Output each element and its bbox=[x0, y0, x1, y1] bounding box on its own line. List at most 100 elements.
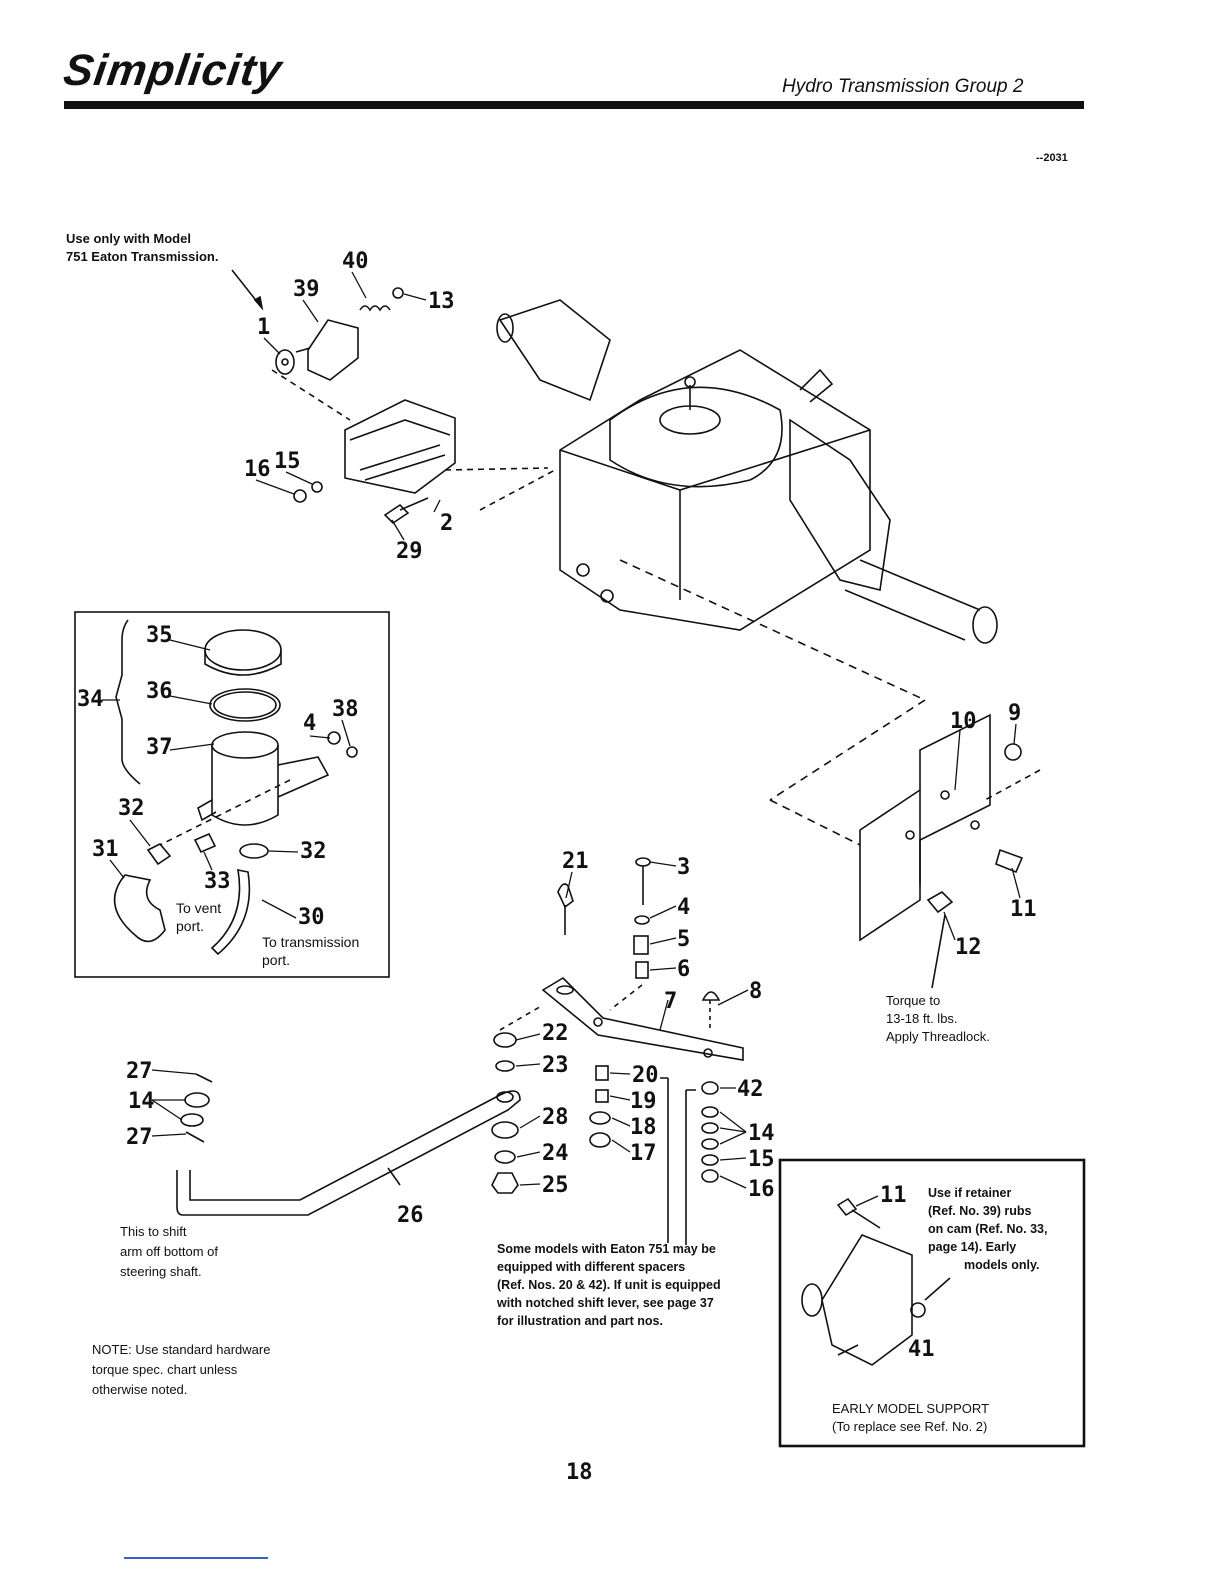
washer-part-14 bbox=[701, 1122, 719, 1134]
nut-part-17 bbox=[589, 1132, 611, 1148]
washer-part-41 bbox=[910, 1302, 926, 1318]
callout-32b: 32 bbox=[300, 839, 327, 864]
callout-1: 1 bbox=[257, 315, 270, 340]
washer-part-22 bbox=[493, 1032, 517, 1048]
footer-line bbox=[124, 1557, 268, 1559]
washer-part-4 bbox=[634, 915, 650, 925]
bushing-part-6 bbox=[635, 961, 649, 979]
spacers-line: (Ref. Nos. 20 & 42). If unit is equipped bbox=[497, 1278, 721, 1292]
eaton-model-note: Use only with Model 751 Eaton Transmissi… bbox=[66, 230, 218, 266]
callout-21: 21 bbox=[562, 849, 589, 874]
callout-7: 7 bbox=[664, 989, 677, 1014]
callout-22: 22 bbox=[542, 1021, 569, 1046]
assembly-dash bbox=[609, 984, 643, 1011]
callout-31: 31 bbox=[92, 837, 119, 862]
retainer-line: page 14). Early bbox=[928, 1240, 1017, 1254]
callout-32: 32 bbox=[118, 796, 145, 821]
bolt-head-part-21 bbox=[557, 883, 574, 909]
spring-part-40 bbox=[359, 305, 391, 312]
hardware-note: NOTE: Use standard hardware torque spec.… bbox=[92, 1340, 270, 1400]
callout-11: 11 bbox=[1010, 897, 1037, 922]
callout-25: 25 bbox=[542, 1173, 569, 1198]
assembly-dash bbox=[769, 699, 926, 801]
callout-35: 35 bbox=[146, 623, 173, 648]
retainer-note: Use if retainer (Ref. No. 39) rubs on ca… bbox=[928, 1184, 1047, 1274]
bracket-34 bbox=[115, 619, 141, 785]
retainer-line: (Ref. No. 39) rubs bbox=[928, 1204, 1032, 1218]
callout-29: 29 bbox=[396, 539, 423, 564]
callout-8: 8 bbox=[749, 979, 762, 1004]
callout-10: 10 bbox=[950, 709, 977, 734]
callout-17: 17 bbox=[630, 1141, 657, 1166]
bolt-head-part-8 bbox=[701, 991, 721, 1001]
callout-11b: 11 bbox=[880, 1183, 907, 1208]
leader-line bbox=[387, 1167, 401, 1186]
left-axle-end bbox=[496, 313, 514, 343]
lever-hole bbox=[593, 1017, 603, 1027]
bolt-part-12 bbox=[926, 891, 954, 914]
spacers-line: Some models with Eaton 751 may be bbox=[497, 1242, 716, 1256]
callout-19: 19 bbox=[630, 1089, 657, 1114]
shift-arm-line: This to shift bbox=[120, 1224, 187, 1239]
callout-16: 16 bbox=[244, 457, 271, 482]
early-support-bracket bbox=[821, 1234, 913, 1366]
reservoir-body-part-37 bbox=[211, 731, 279, 759]
washer-hole bbox=[281, 358, 289, 366]
section-title: Hydro Transmission Group 2 bbox=[782, 76, 1024, 97]
callout-40: 40 bbox=[342, 249, 369, 274]
callout-26: 26 bbox=[397, 1203, 424, 1228]
callout-9: 9 bbox=[1008, 701, 1021, 726]
nut-part-9 bbox=[1004, 743, 1022, 761]
callout-4b: 4 bbox=[303, 711, 316, 736]
washer-part-14-rod bbox=[180, 1113, 204, 1127]
support-end bbox=[801, 1283, 823, 1317]
assembly-dash bbox=[479, 469, 556, 511]
screw-part-33 bbox=[193, 832, 217, 854]
reservoir-cap-part-35 bbox=[204, 629, 282, 671]
washer-part-14 bbox=[701, 1138, 719, 1150]
callout-2: 2 bbox=[440, 511, 453, 536]
spacers-line: equipped with different spacers bbox=[497, 1260, 686, 1274]
leader-line bbox=[660, 1077, 696, 1245]
callout-27: 27 bbox=[126, 1059, 153, 1084]
nut-part-38 bbox=[346, 746, 358, 758]
hardware-line: torque spec. chart unless bbox=[92, 1362, 238, 1377]
shift-arm-line: steering shaft. bbox=[120, 1264, 202, 1279]
bolt-part-11-early bbox=[836, 1197, 858, 1217]
eaton-note-line: Use only with Model bbox=[66, 231, 191, 246]
right-axle-top bbox=[859, 559, 981, 611]
washer-part-15 bbox=[701, 1154, 719, 1166]
washer-part-14-rod bbox=[184, 1092, 210, 1108]
header-rule bbox=[64, 101, 1084, 109]
shaft-end bbox=[684, 376, 696, 388]
callout-3: 3 bbox=[677, 855, 690, 880]
torque-note-line: Apply Threadlock. bbox=[886, 1029, 990, 1044]
spacers-note: Some models with Eaton 751 may be equipp… bbox=[497, 1240, 721, 1330]
early-screw bbox=[837, 1344, 859, 1356]
callout-14b: 14 bbox=[748, 1121, 775, 1146]
cam-bracket-part-2 bbox=[344, 399, 456, 494]
bolt-head-part-3 bbox=[635, 857, 651, 867]
washer-part-18 bbox=[589, 1111, 611, 1125]
center-boss bbox=[659, 405, 721, 435]
rod-end-hole bbox=[496, 1091, 514, 1103]
leader-line bbox=[924, 1277, 951, 1301]
spacers-line: with notched shift lever, see page 37 bbox=[497, 1296, 714, 1310]
right-axle-housing bbox=[789, 418, 891, 591]
trans-hose-part-30 bbox=[210, 868, 251, 956]
callout-37: 37 bbox=[146, 735, 173, 760]
shift-arm-line: arm off bottom of bbox=[120, 1244, 219, 1259]
shift-rod-part-26 bbox=[176, 1090, 521, 1216]
callout-6: 6 bbox=[677, 957, 690, 982]
left-axle-housing bbox=[498, 299, 611, 402]
retainer-stem bbox=[295, 347, 311, 353]
callout-30: 30 bbox=[298, 905, 325, 930]
assembly-dash bbox=[271, 369, 351, 421]
washer-part-24 bbox=[494, 1150, 516, 1164]
early-support-line: EARLY MODEL SUPPORT bbox=[832, 1401, 990, 1416]
lever-slot bbox=[556, 985, 574, 995]
assembly-dash bbox=[769, 799, 861, 846]
assembly-dash bbox=[444, 467, 549, 471]
early-support-line: (To replace see Ref. No. 2) bbox=[832, 1419, 988, 1434]
spacers-line: for illustration and part nos. bbox=[497, 1314, 663, 1328]
